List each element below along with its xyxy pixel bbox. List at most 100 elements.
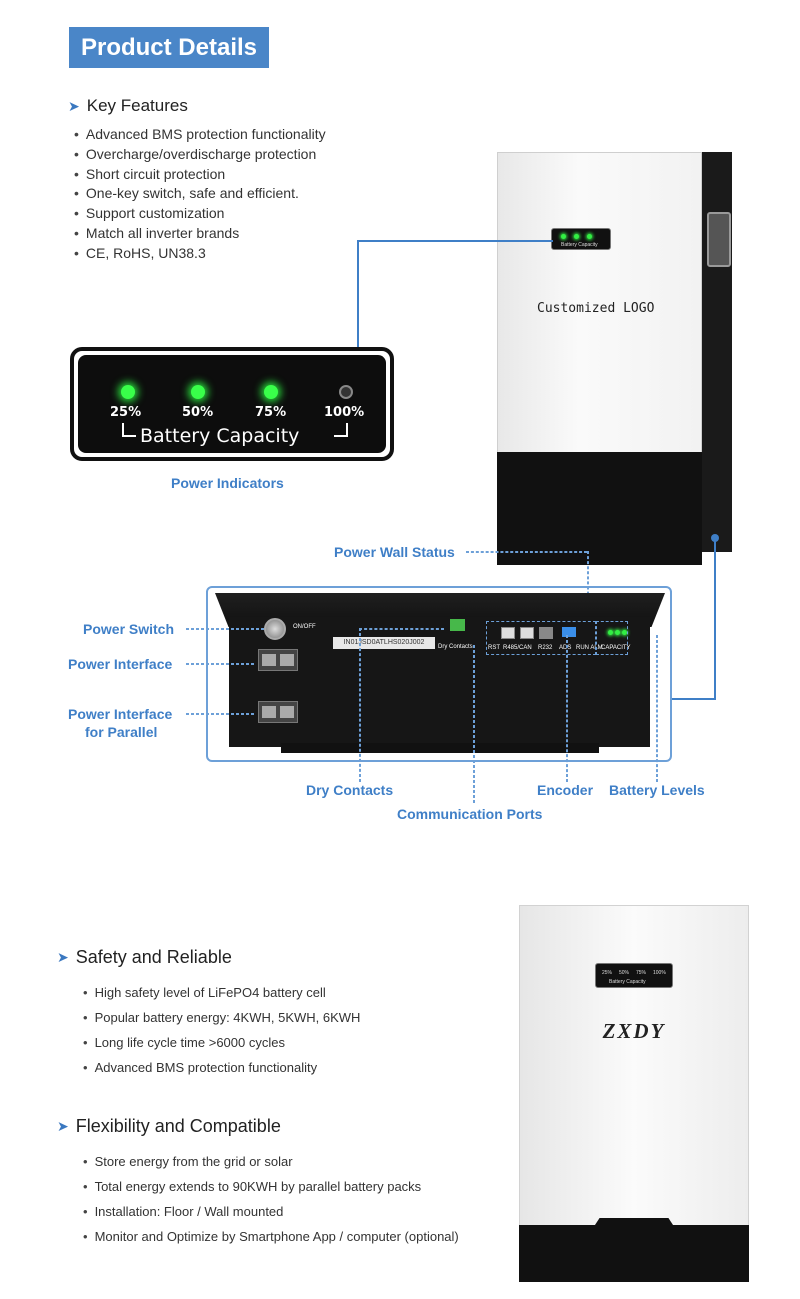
page-title: Product Details xyxy=(69,27,269,68)
capacity-panel: 25% 50% 75% 100% Battery Capacity xyxy=(70,347,394,461)
callout-line xyxy=(566,635,568,782)
led-icon xyxy=(587,234,592,239)
level-label: 25% xyxy=(602,970,613,976)
level-label: 100% xyxy=(324,405,365,420)
r232-text: R232 xyxy=(538,645,553,651)
handle-icon xyxy=(707,212,731,267)
led-icon xyxy=(574,234,579,239)
connector-line xyxy=(357,240,359,350)
list-item: CE, RoHS, UN38.3 xyxy=(74,244,326,264)
panel-caption: Battery Capacity xyxy=(609,979,646,985)
power-plug-icon xyxy=(258,649,298,671)
level-label: 25% xyxy=(110,405,142,420)
connector-dot xyxy=(711,534,719,542)
rj45-port-icon xyxy=(501,627,515,639)
arrow-icon: ➤ xyxy=(57,949,69,965)
led-icon xyxy=(561,234,566,239)
power-interface-parallel-label: Power Interface xyxy=(68,706,173,722)
bracket xyxy=(122,423,136,437)
list-item: Short circuit protection xyxy=(74,165,326,185)
battery-image-bottom: 25% 50% 75% 100% Battery Capacity ZXDY xyxy=(519,905,749,1282)
connector-line xyxy=(714,538,716,700)
battery-image-top: Battery Capacity Customized LOGO xyxy=(497,152,737,565)
level-label: 50% xyxy=(619,970,630,976)
power-switch-label: Power Switch xyxy=(83,621,175,637)
list-item: Total energy extends to 90KWH by paralle… xyxy=(83,1174,459,1199)
flexibility-title: Flexibility and Compatible xyxy=(75,1116,281,1136)
callout-line xyxy=(186,663,254,665)
list-item: Long life cycle time >6000 cycles xyxy=(83,1030,360,1055)
callout-line xyxy=(359,628,444,630)
list-item: Advanced BMS protection functionality xyxy=(74,125,326,145)
r485-text: R485/CAN xyxy=(503,645,532,651)
power-switch-icon xyxy=(264,618,286,640)
arrow-icon: ➤ xyxy=(68,97,80,114)
run-alm-box xyxy=(596,621,628,655)
dry-contacts-label: Dry Contacts xyxy=(306,782,394,798)
led-icon xyxy=(622,630,627,635)
led-icon xyxy=(615,630,620,635)
battery-levels-label: Battery Levels xyxy=(609,782,705,798)
flexibility-list: Store energy from the grid or solar Tota… xyxy=(83,1149,459,1249)
callout-line xyxy=(186,713,254,715)
capacity-label: Battery Capacity xyxy=(140,425,300,447)
list-item: Support customization xyxy=(74,204,326,224)
list-item: Match all inverter brands xyxy=(74,224,326,244)
dry-contacts-text: Dry Contacts xyxy=(438,644,473,650)
safety-heading: ➤ Safety and Reliable xyxy=(57,947,232,968)
level-label: 50% xyxy=(182,405,214,420)
callout-line xyxy=(359,628,361,782)
parallel-plug-icon xyxy=(258,701,298,723)
power-interface-label: Power Interface xyxy=(68,656,173,672)
panel-caption: Battery Capacity xyxy=(561,242,598,248)
battery-base xyxy=(497,452,702,565)
led-75-icon xyxy=(264,385,278,399)
level-label: 100% xyxy=(653,970,666,976)
comm-ports-box xyxy=(486,621,596,655)
list-item: Installation: Floor / Wall mounted xyxy=(83,1199,459,1224)
callout-line xyxy=(473,645,475,803)
power-interface-parallel-label-2: for Parallel xyxy=(85,724,158,740)
key-features-title: Key Features xyxy=(86,96,188,115)
run-alm-text: RUN ALM xyxy=(576,645,603,651)
led-icon xyxy=(608,630,613,635)
list-item: One-key switch, safe and efficient. xyxy=(74,184,326,204)
dry-contacts-terminal xyxy=(450,619,465,631)
brand-logo: ZXDY xyxy=(602,1019,666,1043)
serial-sticker: IN01JSD0ATLHS020J002 xyxy=(333,637,435,649)
battery-led-panel: 25% 50% 75% 100% Battery Capacity xyxy=(595,963,673,988)
list-item: Monitor and Optimize by Smartphone App /… xyxy=(83,1224,459,1249)
device-frame xyxy=(206,586,672,762)
list-item: Store energy from the grid or solar xyxy=(83,1149,459,1174)
list-item: High safety level of LiFePO4 battery cel… xyxy=(83,980,360,1005)
list-item: Popular battery energy: 4KWH, 5KWH, 6KWH xyxy=(83,1005,361,1030)
rj11-port-icon xyxy=(539,627,553,639)
connector-line xyxy=(672,698,716,700)
capacity-text: CAPACITY xyxy=(601,645,631,651)
level-label: 75% xyxy=(255,405,287,420)
power-wall-status-label: Power Wall Status xyxy=(334,544,455,560)
flexibility-heading: ➤ Flexibility and Compatible xyxy=(57,1116,281,1137)
callout-line xyxy=(186,628,264,630)
dip-switch-icon xyxy=(562,627,576,637)
custom-logo-text: Customized LOGO xyxy=(537,301,655,316)
arrow-icon: ➤ xyxy=(57,1118,69,1134)
battery-led-panel: Battery Capacity xyxy=(551,228,611,250)
safety-list: High safety level of LiFePO4 battery cel… xyxy=(83,980,361,1080)
list-item: Advanced BMS protection functionality xyxy=(83,1055,360,1080)
encoder-label: Encoder xyxy=(537,782,594,798)
connector-line xyxy=(357,240,553,242)
callout-line xyxy=(656,635,658,782)
key-features-list: Advanced BMS protection functionality Ov… xyxy=(74,125,326,264)
callout-line xyxy=(466,551,587,553)
power-indicators-caption: Power Indicators xyxy=(171,475,284,491)
led-25-icon xyxy=(121,385,135,399)
led-50-icon xyxy=(191,385,205,399)
battery-base xyxy=(519,1225,749,1282)
led-100-icon xyxy=(339,385,353,399)
control-panel-image: ON/OFF IN01JSD0ATLHS020J002 Dry Contacts… xyxy=(215,593,665,756)
onoff-label: ON/OFF xyxy=(293,624,316,630)
rst-text: RST xyxy=(488,645,500,651)
key-features-heading: ➤ Key Features xyxy=(68,96,188,116)
bracket xyxy=(334,423,348,437)
